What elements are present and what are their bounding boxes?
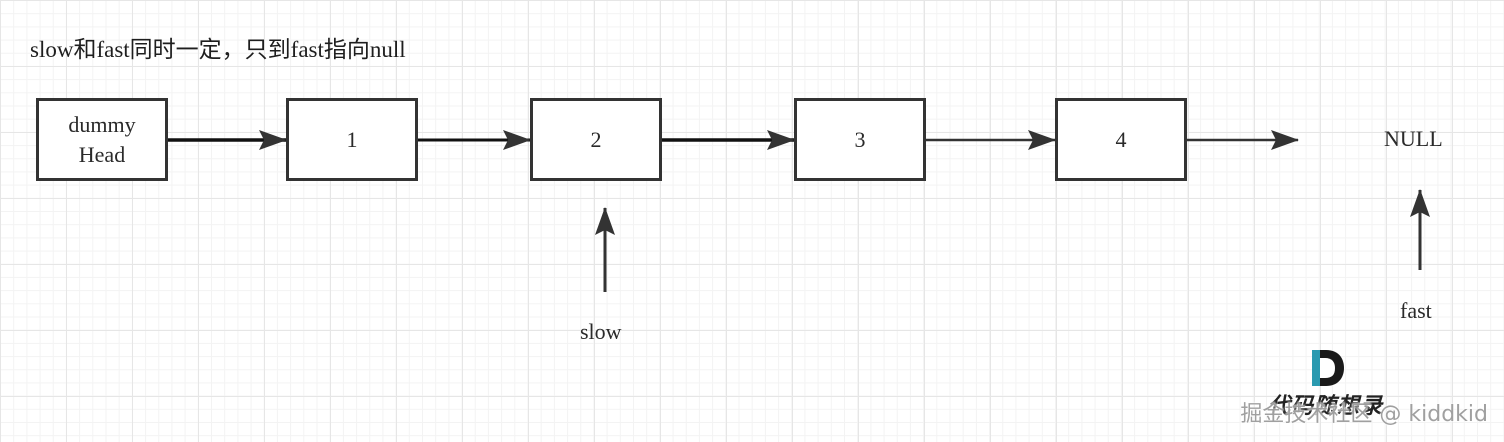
node-label: 2 — [590, 126, 602, 152]
diagram-caption: slow和fast同时一定，只到fast指向null — [30, 37, 406, 62]
watermark-text: 掘金技术社区 @ kiddkid — [1240, 402, 1488, 427]
slow-label: slow — [580, 319, 622, 344]
fast-label: fast — [1400, 298, 1432, 323]
node-dummy-head: dummy Head — [36, 98, 168, 181]
node-4: 4 — [1055, 98, 1187, 181]
node-label: 1 — [346, 126, 358, 152]
node-label: 3 — [854, 126, 866, 152]
node-label: Head — [78, 141, 126, 167]
node-3: 3 — [794, 98, 926, 181]
null-label: NULL — [1384, 126, 1443, 151]
node-1: 1 — [286, 98, 418, 181]
logo-icon — [1312, 350, 1344, 386]
logo-text: 代码随想录 — [1268, 393, 1384, 419]
node-2: 2 — [530, 98, 662, 181]
node-label: dummy — [68, 111, 136, 137]
node-label: 4 — [1115, 126, 1127, 152]
